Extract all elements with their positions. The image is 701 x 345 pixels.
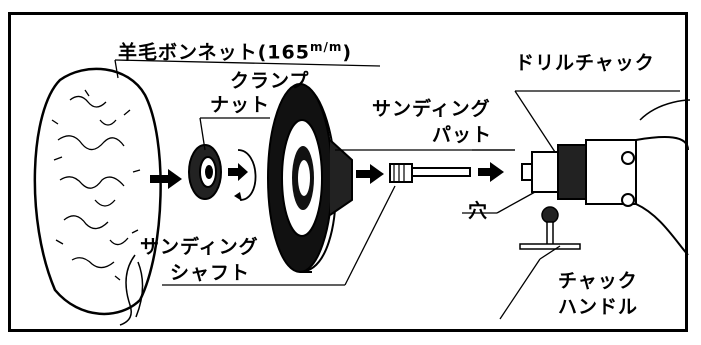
label-sanding-pad-2: パット xyxy=(432,124,493,146)
wool-bonnet-illustration xyxy=(33,67,162,326)
label-chuck-handle-1: チャック xyxy=(558,270,638,292)
label-wool-bonnet: 羊毛ボンネット(165m/m) xyxy=(118,40,353,64)
clamp-nut-illustration xyxy=(188,144,222,200)
arrow-2 xyxy=(356,164,384,184)
sanding-shaft-illustration xyxy=(389,163,471,183)
label-sanding-shaft-1: サンディング xyxy=(140,236,259,258)
label-chuck-handle-2: ハンドル xyxy=(558,296,639,318)
drill-illustration xyxy=(521,99,691,256)
leader-lines xyxy=(114,59,680,320)
label-hole: 穴 xyxy=(468,200,489,222)
sanding-pad-illustration xyxy=(267,83,353,273)
arrow-1 xyxy=(150,169,182,189)
label-sanding-pad-1: サンディング xyxy=(372,98,491,120)
chuck-key-illustration xyxy=(519,206,581,250)
rotation-arrow xyxy=(228,149,257,201)
label-clamp-nut-1: クランプ xyxy=(230,70,310,92)
label-drill-chuck: ドリルチャック xyxy=(515,52,655,74)
label-clamp-nut-2: ナット xyxy=(210,94,271,116)
arrow-3 xyxy=(478,162,504,182)
label-sanding-shaft-2: シャフト xyxy=(170,262,251,284)
